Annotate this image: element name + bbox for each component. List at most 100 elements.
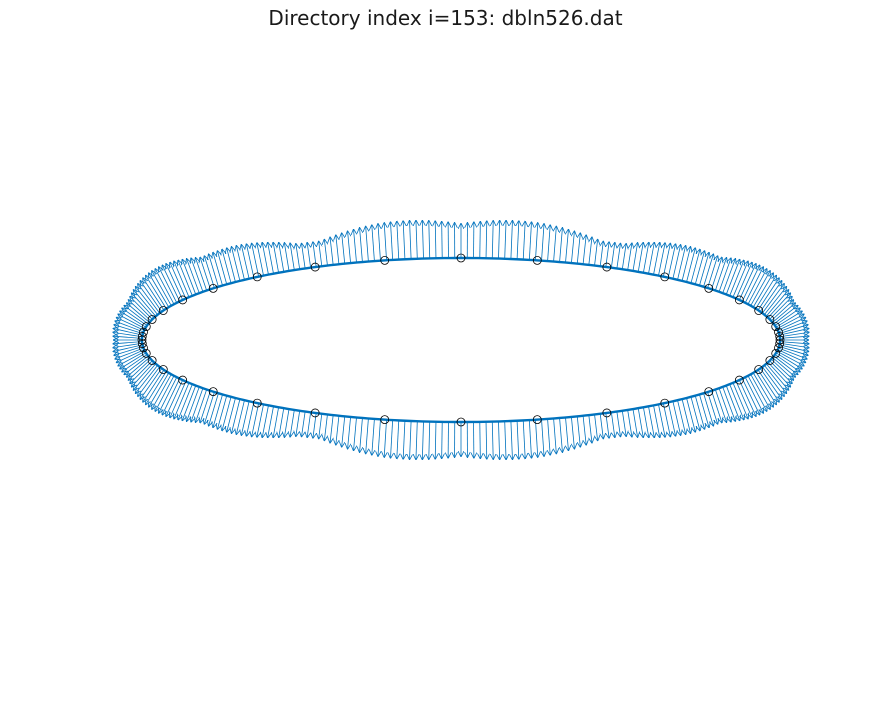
circle-marker xyxy=(456,253,466,263)
normal-arrow xyxy=(307,243,312,268)
normal-arrow xyxy=(279,408,285,437)
normal-arrow xyxy=(290,244,295,271)
normal-arrow xyxy=(725,260,739,295)
circle-marker xyxy=(147,356,157,365)
circle-marker xyxy=(660,398,670,408)
normal-arrow xyxy=(729,261,744,296)
normal-arrow xyxy=(113,342,143,347)
normal-arrow xyxy=(480,222,481,259)
normal-arrow xyxy=(492,421,493,459)
normal-arrow xyxy=(213,394,223,427)
normal-arrow xyxy=(662,244,670,277)
normal-arrow xyxy=(416,421,417,459)
normal-arrow xyxy=(677,246,686,280)
normal-arrow xyxy=(146,276,167,309)
circle-marker xyxy=(704,387,714,397)
normal-arrow xyxy=(252,244,260,277)
normal-arrow xyxy=(732,382,748,419)
normal-arrow xyxy=(667,244,675,278)
figure-title: Directory index i=153: dbln526.dat xyxy=(268,6,623,30)
normal-arrow xyxy=(136,365,158,393)
normal-arrow xyxy=(118,350,146,365)
normal-arrow xyxy=(616,244,621,269)
normal-arrow xyxy=(336,236,339,265)
normal-arrow xyxy=(155,375,175,411)
normal-arrow xyxy=(113,332,143,338)
normal-arrow xyxy=(752,273,773,308)
normal-arrow xyxy=(735,263,752,299)
normal-arrow xyxy=(779,344,808,352)
circle-marker xyxy=(532,415,542,425)
normal-arrow xyxy=(600,242,603,267)
normal-arrow xyxy=(227,397,236,432)
normal-arrow xyxy=(134,290,157,317)
normal-arrow xyxy=(772,357,796,377)
normal-arrow xyxy=(722,259,736,294)
normal-arrow xyxy=(600,413,603,439)
normal-arrow xyxy=(566,230,569,263)
normal-arrow xyxy=(120,311,147,328)
normal-arrow xyxy=(302,244,306,269)
normal-arrow xyxy=(191,388,204,421)
normal-arrow xyxy=(616,411,621,437)
normal-arrow xyxy=(114,346,144,355)
normal-arrow xyxy=(296,244,301,270)
normal-arrow xyxy=(765,363,788,390)
normal-arrow xyxy=(397,222,399,260)
normal-arrow xyxy=(643,243,648,273)
normal-arrow xyxy=(252,403,260,436)
normal-arrow xyxy=(775,311,802,328)
normal-arrow xyxy=(218,395,228,429)
normal-arrow xyxy=(548,418,551,455)
normal-arrow xyxy=(113,336,143,338)
normal-arrow xyxy=(744,377,763,413)
normal-arrow xyxy=(757,278,779,311)
normal-arrow xyxy=(738,379,755,416)
normal-arrow xyxy=(755,371,776,404)
normal-arrow xyxy=(643,407,648,437)
normal-arrow xyxy=(498,421,499,459)
normal-arrow xyxy=(162,266,181,302)
normal-arrow xyxy=(360,228,363,263)
normal-arrow xyxy=(336,415,339,445)
normal-arrow xyxy=(114,325,144,334)
normal-arrow xyxy=(435,221,436,259)
normal-arrow xyxy=(127,357,150,377)
normal-arrow xyxy=(113,342,143,344)
normal-arrow xyxy=(667,402,675,435)
normal-arrow xyxy=(127,303,150,323)
normal-arrow xyxy=(777,349,805,363)
normal-arrow xyxy=(182,385,197,421)
circle-marker xyxy=(252,272,262,282)
normal-arrow xyxy=(200,258,211,290)
normal-arrow xyxy=(391,222,393,260)
circle-marker xyxy=(380,255,390,265)
circle-marker xyxy=(765,356,775,365)
normal-arrow xyxy=(542,224,544,261)
normal-arrow xyxy=(366,227,369,262)
normal-arrow xyxy=(247,244,255,278)
normal-arrow xyxy=(155,269,175,305)
normal-arrow xyxy=(752,372,773,407)
normal-arrow xyxy=(774,354,800,371)
normal-arrow xyxy=(166,379,184,416)
normal-arrow xyxy=(517,420,519,459)
normal-arrow xyxy=(378,419,380,455)
normal-arrow xyxy=(729,384,744,419)
normal-arrow xyxy=(658,243,665,276)
normal-arrow xyxy=(143,278,165,311)
normal-arrow xyxy=(330,238,333,265)
normal-arrow xyxy=(149,372,170,407)
circle-marker xyxy=(765,315,775,324)
normal-arrow xyxy=(505,421,506,459)
normal-arrow xyxy=(480,421,481,458)
circle-marker xyxy=(602,408,612,418)
normal-arrow xyxy=(360,417,363,452)
normal-arrow xyxy=(174,262,190,298)
normal-arrow xyxy=(772,303,796,323)
normal-arrow xyxy=(170,381,187,417)
normal-arrow xyxy=(690,396,700,430)
normal-arrow xyxy=(279,243,285,272)
normal-arrow xyxy=(159,377,178,413)
normal-arrow xyxy=(627,244,632,271)
